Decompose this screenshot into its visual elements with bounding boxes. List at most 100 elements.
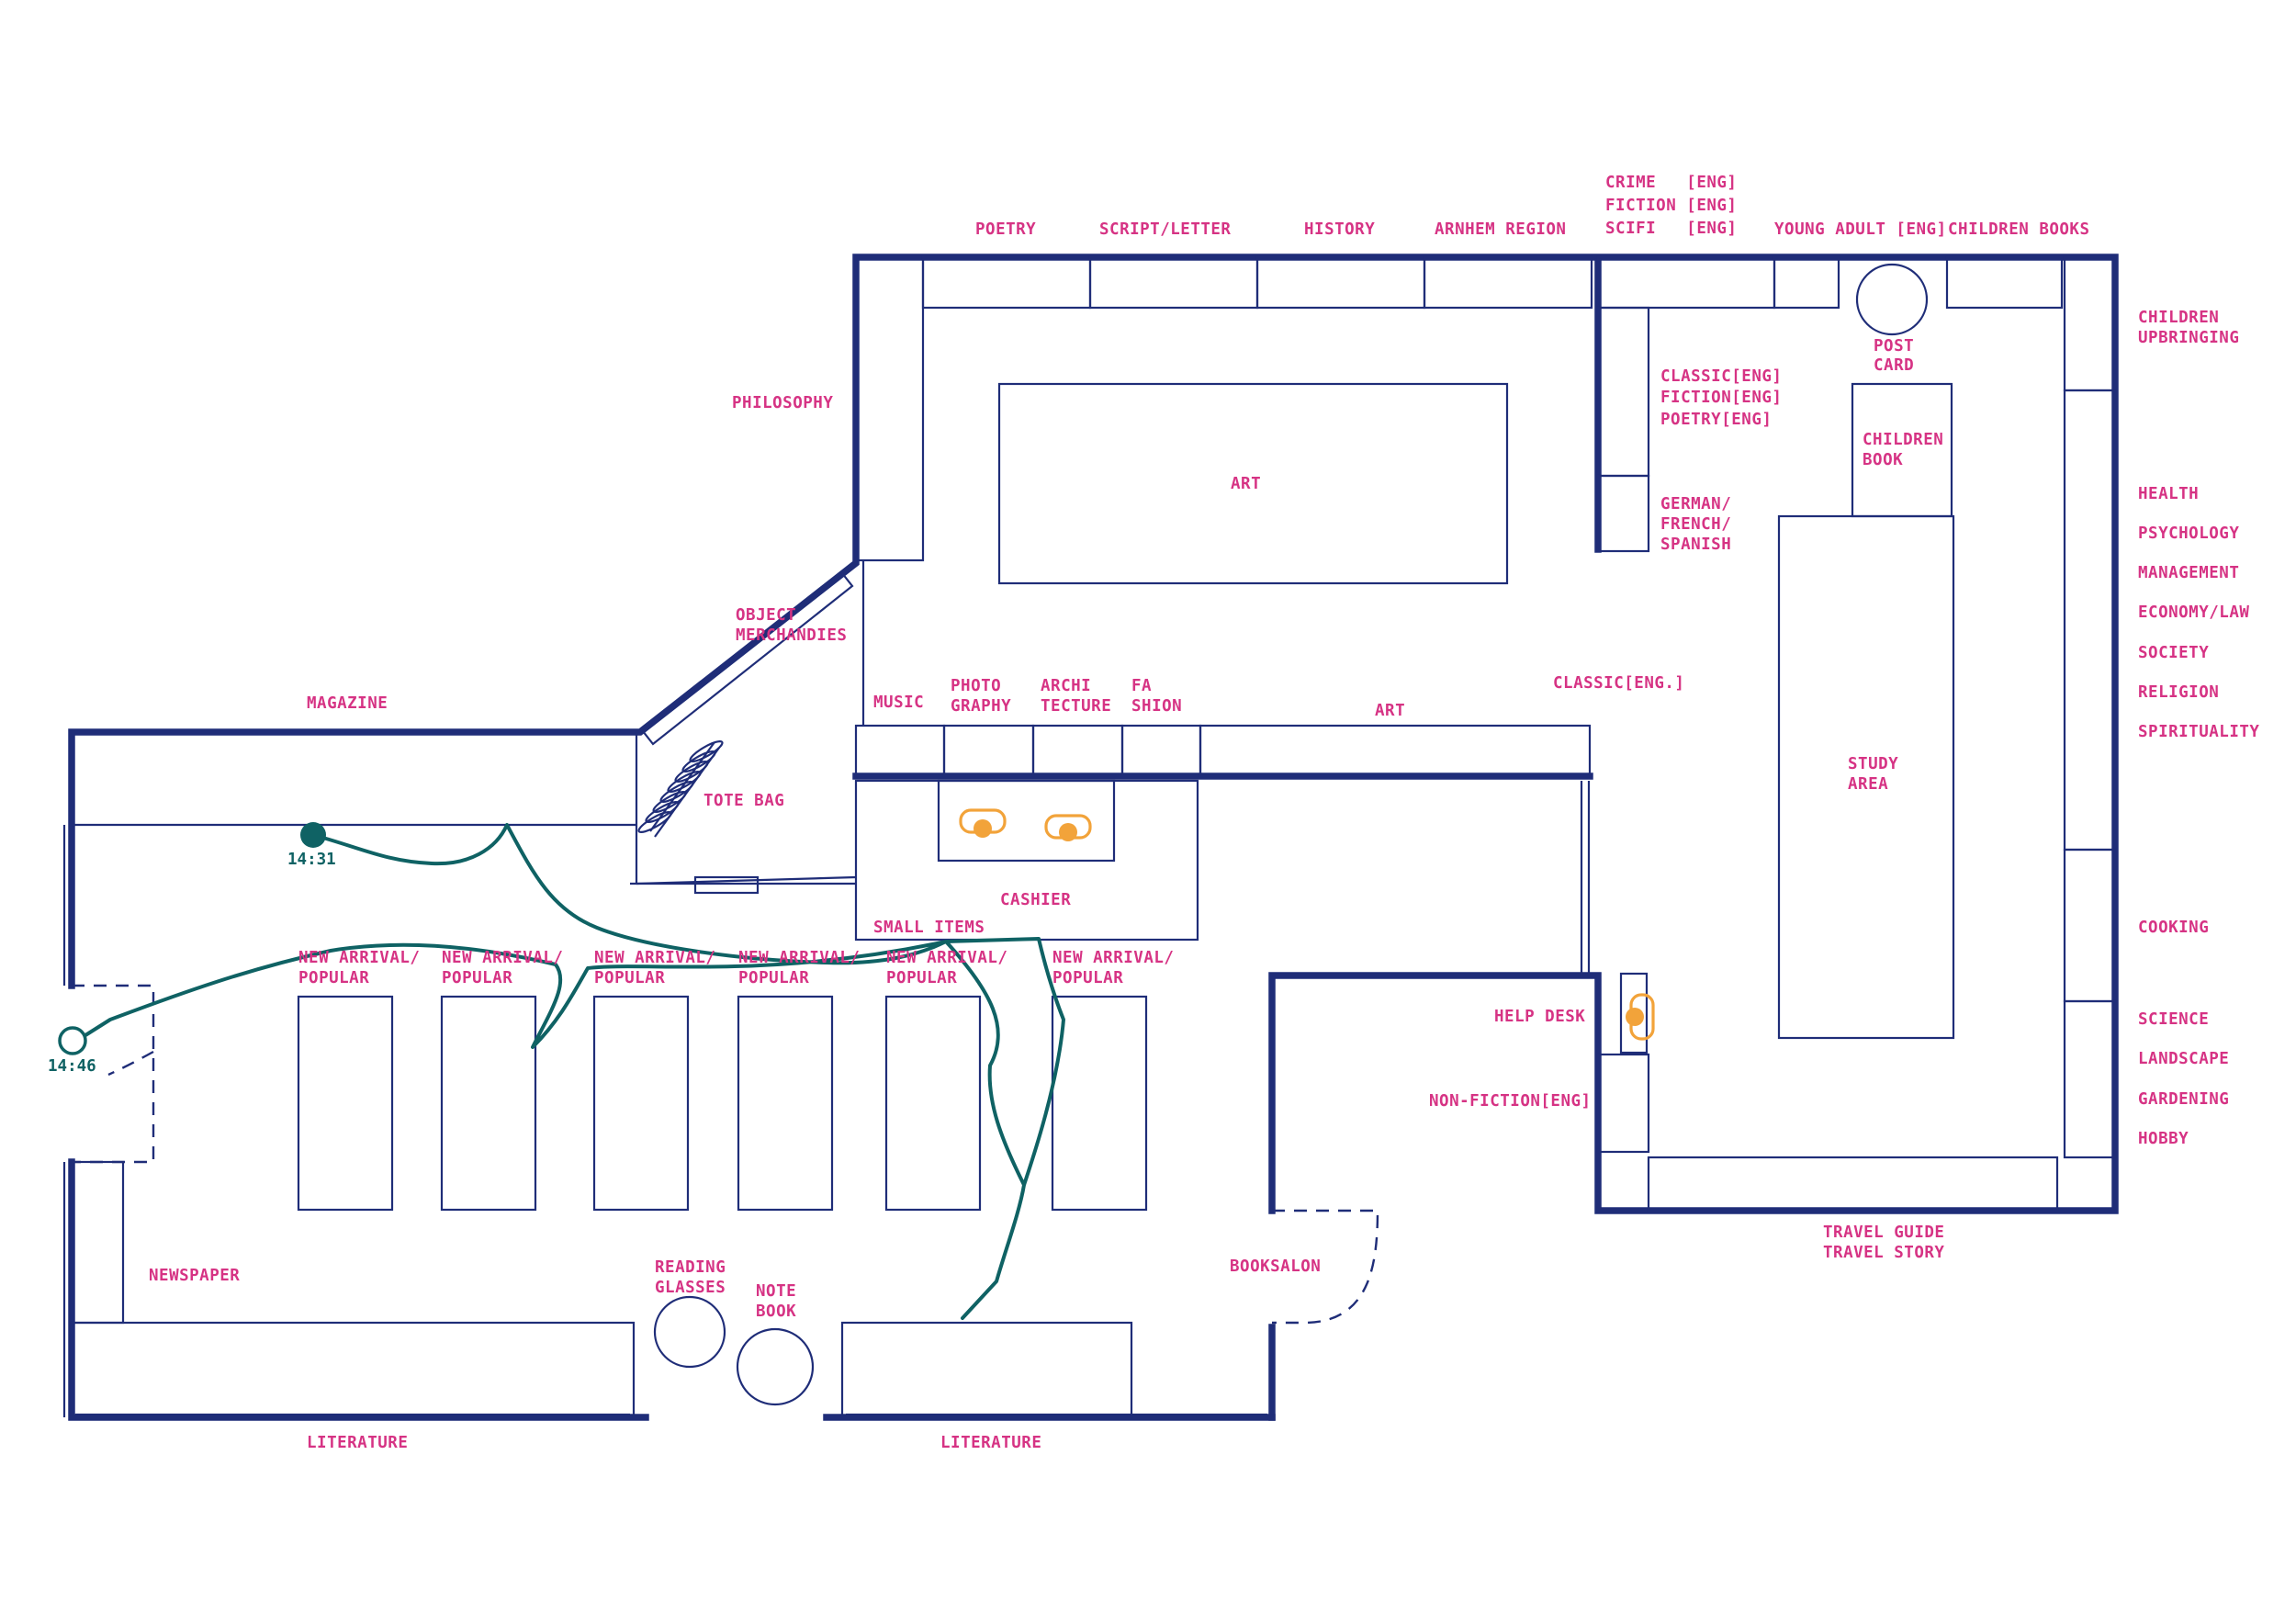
new-arrival-table-4 — [737, 995, 834, 1212]
label-popular-3: POPULAR — [594, 969, 665, 987]
label-french: FRENCH/ — [1660, 515, 1731, 534]
label-new-arrival-1: NEW ARRIVAL/ — [298, 949, 420, 967]
reading-glasses-stand — [653, 1295, 726, 1369]
label-post-card-1: POST — [1874, 337, 1914, 355]
label-management: MANAGEMENT — [2138, 564, 2239, 582]
post-card-stand — [1855, 263, 1929, 336]
label-archi-2: TECTURE — [1041, 697, 1111, 716]
label-new-arrival-5: NEW ARRIVAL/ — [886, 949, 1007, 967]
label-popular-2: POPULAR — [442, 969, 512, 987]
label-popular-5: POPULAR — [886, 969, 957, 987]
cashier-desk — [937, 779, 1116, 863]
label-music: MUSIC — [873, 694, 924, 712]
category-labels: POETRY SCRIPT/LETTER HISTORY ARNHEM REGI… — [149, 174, 2259, 1452]
label-new-arrival-4: NEW ARRIVAL/ — [738, 949, 860, 967]
label-landscape: LANDSCAPE — [2138, 1050, 2229, 1068]
label-children-books: CHILDREN BOOKS — [1948, 220, 2090, 239]
label-poetry-eng: POETRY[ENG] — [1660, 411, 1772, 429]
label-popular-1: POPULAR — [298, 969, 369, 987]
note-book-stand — [736, 1327, 815, 1406]
label-scifi: SCIFI [ENG] — [1605, 220, 1737, 238]
label-classic-eng: CLASSIC[ENG] — [1660, 367, 1782, 386]
label-script-letter: SCRIPT/LETTER — [1099, 220, 1231, 239]
children-book-table — [1851, 382, 1953, 518]
label-psychology: PSYCHOLOGY — [2138, 524, 2239, 543]
label-cashier: CASHIER — [1000, 891, 1071, 909]
route-path — [73, 823, 1065, 1320]
new-arrival-table-3 — [592, 995, 690, 1212]
label-arnhem-region: ARNHEM REGION — [1435, 220, 1566, 239]
tables — [297, 263, 1955, 1406]
label-tote-bag: TOTE BAG — [703, 792, 784, 810]
route-end-time: 14:46 — [48, 1057, 96, 1076]
label-children-upbringing-2: UPBRINGING — [2138, 329, 2239, 347]
label-health: HEALTH — [2138, 485, 2199, 503]
new-arrival-table-6 — [1051, 995, 1148, 1212]
label-popular-4: POPULAR — [738, 969, 809, 987]
label-poetry: POETRY — [975, 220, 1036, 239]
label-children-book-1: CHILDREN — [1863, 431, 1943, 449]
label-booksalon: BOOKSALON — [1230, 1257, 1321, 1276]
label-young-adult: YOUNG ADULT [ENG] — [1774, 220, 1947, 239]
label-history: HISTORY — [1304, 220, 1375, 239]
label-spanish: SPANISH — [1660, 536, 1731, 554]
label-fashion-2: SHION — [1131, 697, 1182, 716]
interior-partitions — [62, 560, 1591, 1417]
label-study-2: AREA — [1848, 775, 1888, 794]
label-popular-6: POPULAR — [1052, 969, 1123, 987]
label-note-2: BOOK — [756, 1303, 796, 1321]
label-fiction-eng: FICTION[ENG] — [1660, 389, 1782, 407]
label-hobby: HOBBY — [2138, 1130, 2189, 1148]
label-reading-1: READING — [655, 1258, 726, 1277]
label-reading-2: GLASSES — [655, 1279, 726, 1297]
label-society: SOCIETY — [2138, 644, 2209, 662]
label-photo-1: PHOTO — [951, 677, 1001, 695]
label-newspaper: NEWSPAPER — [149, 1267, 240, 1285]
new-arrival-table-5 — [884, 995, 982, 1212]
label-help-desk: HELP DESK — [1494, 1008, 1585, 1026]
label-literature-right: LITERATURE — [940, 1434, 1041, 1452]
label-fashion-1: FA — [1131, 677, 1152, 695]
visitor-route: 14:31 14:46 — [48, 822, 1065, 1320]
study-table — [1777, 514, 1955, 1040]
label-new-arrival-2: NEW ARRIVAL/ — [442, 949, 563, 967]
route-end-marker — [58, 1026, 87, 1055]
exterior-walls — [68, 254, 2119, 1421]
label-study-1: STUDY — [1848, 755, 1898, 773]
new-arrival-table-1 — [297, 995, 394, 1212]
label-classic-eng-dot: CLASSIC[ENG.] — [1553, 674, 1684, 693]
label-new-arrival-3: NEW ARRIVAL/ — [594, 949, 715, 967]
label-travel-story: TRAVEL STORY — [1823, 1244, 1944, 1262]
label-literature-left: LITERATURE — [307, 1434, 408, 1452]
label-photo-2: GRAPHY — [951, 697, 1011, 716]
cashier-seat-2-icon — [1044, 814, 1092, 841]
label-travel-guide: TRAVEL GUIDE — [1823, 1224, 1944, 1242]
label-magazine: MAGAZINE — [307, 694, 388, 713]
label-archi-1: ARCHI — [1041, 677, 1091, 695]
route-start-time: 14:31 — [287, 851, 336, 869]
label-art-table: ART — [1231, 475, 1261, 493]
label-children-upbringing-1: CHILDREN — [2138, 309, 2219, 327]
label-german: GERMAN/ — [1660, 495, 1731, 513]
tote-bag-rack-icon — [637, 740, 724, 838]
label-post-card-2: CARD — [1874, 356, 1914, 375]
label-object-2: MERCHANDIES — [736, 626, 847, 645]
help-desk-seat-icon — [1626, 993, 1655, 1041]
label-economy-law: ECONOMY/LAW — [2138, 603, 2249, 622]
label-fiction: FICTION [ENG] — [1605, 197, 1737, 215]
booksalon-door[interactable] — [1272, 1209, 1379, 1325]
label-crime: CRIME [ENG] — [1605, 174, 1737, 192]
label-cooking: COOKING — [2138, 919, 2209, 937]
label-small-items: SMALL ITEMS — [873, 919, 985, 937]
route-start-marker — [300, 822, 326, 848]
label-spirituality: SPIRITUALITY — [2138, 723, 2259, 741]
label-children-book-2: BOOK — [1863, 451, 1903, 469]
label-new-arrival-6: NEW ARRIVAL/ — [1052, 949, 1174, 967]
label-non-fiction: NON-FICTION[ENG] — [1429, 1092, 1592, 1111]
cashier-seat-1-icon — [959, 808, 1007, 838]
label-art-shelf: ART — [1375, 702, 1405, 720]
label-science: SCIENCE — [2138, 1010, 2209, 1029]
label-object-1: OBJECT — [736, 606, 796, 625]
art-table — [997, 382, 1509, 585]
